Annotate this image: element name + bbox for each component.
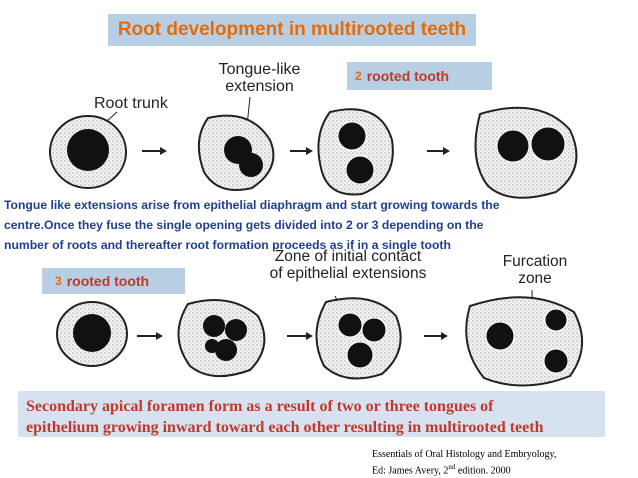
slide-title-box: Root development in multirooted teeth <box>108 14 476 46</box>
secondary-foramen-box: Secondary apical foramen form as a resul… <box>18 391 605 437</box>
row2-tooth1 <box>56 301 128 367</box>
row2-arrow3 <box>424 332 448 340</box>
row2-tooth4 <box>465 296 584 387</box>
root-trunk-label: Root trunk <box>94 95 168 112</box>
row1-arrow3 <box>427 147 450 155</box>
slide-title: Root development in multirooted teeth <box>117 19 467 40</box>
secondary-line-2: epithelium growing inward toward each ot… <box>26 419 544 436</box>
row1-tooth1 <box>49 115 127 189</box>
row1-tooth2 <box>197 114 275 191</box>
reference-superscript: nd <box>448 463 456 471</box>
row1-tooth3 <box>317 108 394 196</box>
furcation-line2: zone <box>518 270 552 287</box>
three-rooted-label-box: 3 rooted tooth <box>42 268 185 294</box>
secondary-line-1: Secondary apical foramen form as a resul… <box>26 398 494 415</box>
description-line-2: centre.Once they fuse the single opening… <box>4 218 484 232</box>
three-rooted-number: 3 <box>55 274 62 288</box>
description-line-3: number of roots and thereafter root form… <box>4 238 451 252</box>
row2-arrow1 <box>137 332 163 340</box>
description-line-1: Tongue like extensions arise from epithe… <box>4 198 500 212</box>
description-text: Tongue like extensions arise from epithe… <box>4 195 636 255</box>
furcation-line1: Furcation <box>502 253 568 270</box>
tongue-like-line1: Tongue-like <box>218 61 301 78</box>
reference-line-1: Essentials of Oral Histology and Embryol… <box>372 449 557 460</box>
row2-tooth2 <box>177 299 266 378</box>
furcation-label: Furcation zone <box>490 253 580 287</box>
zone-label: Zone of initial contact of epithelial ex… <box>238 248 458 282</box>
reference-line2-suffix: edition. 2000 <box>455 465 511 477</box>
row2-tooth3 <box>315 297 402 380</box>
row2-arrow2 <box>287 332 313 340</box>
tongue-like-label: Tongue-like extension <box>207 61 312 95</box>
two-rooted-number: 2 <box>355 69 362 83</box>
reference-line-2: Ed: James Avery, 2nd edition. 2000 <box>372 461 632 477</box>
row1-arrow1 <box>142 147 167 155</box>
tongue-like-line2: extension <box>225 78 294 95</box>
three-rooted-label: rooted tooth <box>66 273 150 289</box>
reference-citation: Essentials of Oral Histology and Embryol… <box>372 448 632 477</box>
row1-arrow2 <box>290 147 313 155</box>
reference-line2-prefix: Ed: James Avery, 2 <box>372 465 449 477</box>
zone-line2: of epithelial extensions <box>269 265 427 282</box>
zone-line1: Zone of initial contact <box>274 248 422 265</box>
two-rooted-label: rooted tooth <box>366 68 450 84</box>
row1-tooth4 <box>474 106 578 199</box>
two-rooted-label-box: 2 rooted tooth <box>347 62 492 90</box>
